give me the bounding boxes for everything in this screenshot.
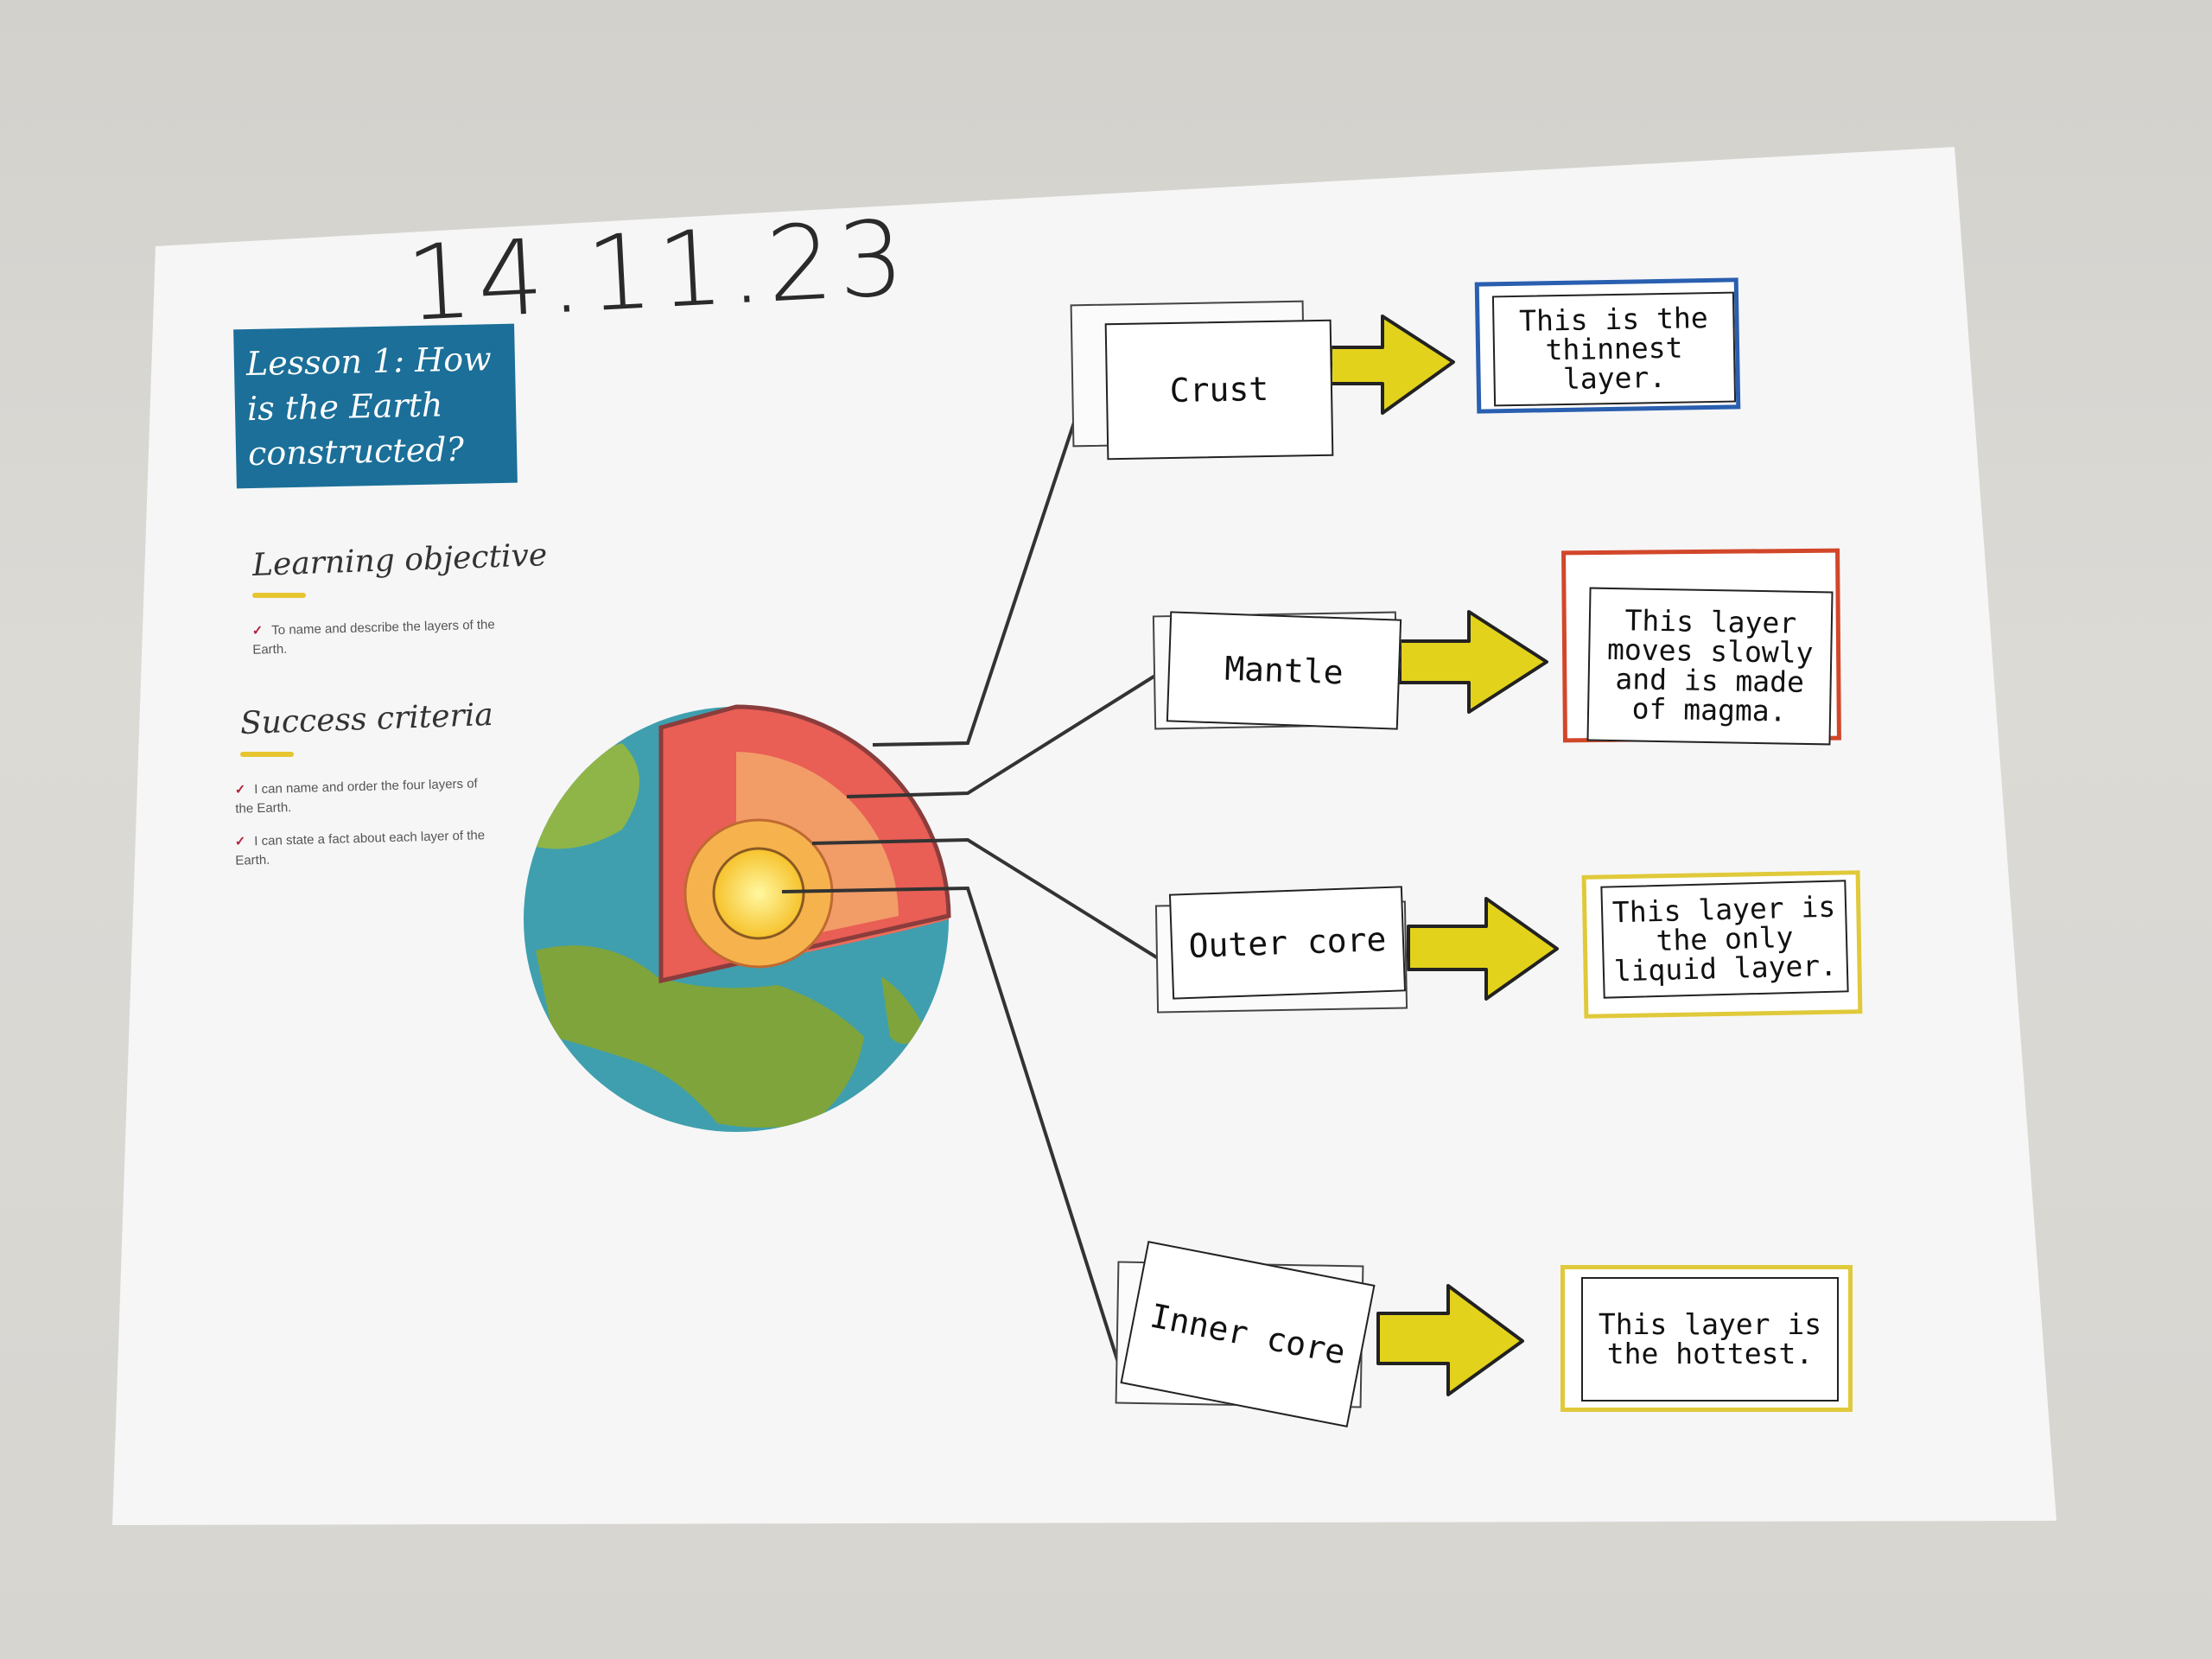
fact-crust: This is the thinnest layer.	[1491, 291, 1737, 407]
layer-card-outer-core: Outer core	[1168, 886, 1407, 1000]
fact-mantle: This layer moves slowly and is made of m…	[1586, 587, 1834, 746]
layer-card-crust: Crust	[1104, 319, 1334, 461]
layer-card-mantle: Mantle	[1166, 611, 1402, 730]
criteria-underline	[240, 752, 294, 757]
fact-outer-core: This layer is the only liquid layer.	[1600, 880, 1849, 999]
fact-inner-core: This layer is the hottest.	[1581, 1277, 1839, 1402]
objective-underline	[252, 593, 306, 598]
